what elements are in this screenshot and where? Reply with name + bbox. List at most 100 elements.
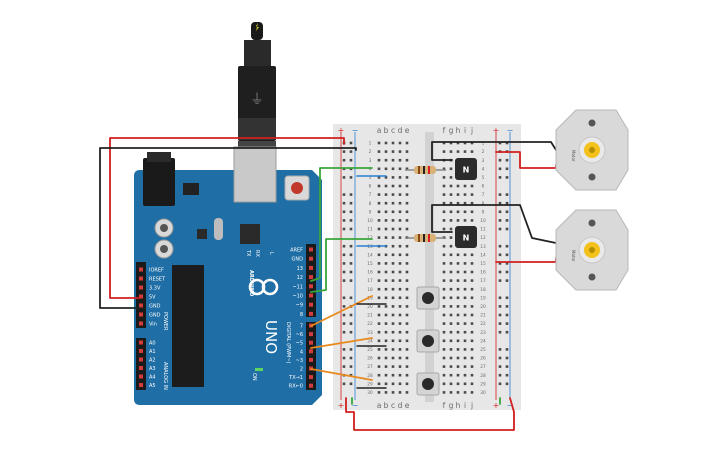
breadboard-hole[interactable] [377, 313, 381, 317]
breadboard-hole[interactable] [377, 330, 381, 334]
rail-hole[interactable] [498, 262, 502, 265]
rail-hole[interactable] [342, 227, 346, 231]
breadboard-hole[interactable] [449, 382, 453, 386]
breadboard-hole[interactable] [463, 322, 467, 325]
breadboard-hole[interactable] [405, 244, 409, 248]
rail-hole[interactable] [498, 244, 502, 248]
breadboard-hole[interactable] [405, 279, 409, 282]
breadboard-hole[interactable] [456, 210, 460, 214]
breadboard-hole[interactable] [470, 287, 474, 291]
breadboard-hole[interactable] [398, 270, 402, 274]
breadboard-hole[interactable] [405, 287, 409, 291]
breadboard-hole[interactable] [442, 210, 446, 214]
wire-pin4-orange[interactable] [310, 337, 373, 349]
breadboard-hole[interactable] [377, 253, 381, 257]
breadboard-hole[interactable] [391, 184, 395, 188]
breadboard-hole[interactable] [377, 201, 381, 205]
breadboard-hole[interactable] [470, 330, 474, 334]
digital-pin-hole[interactable] [309, 293, 313, 298]
breadboard-hole[interactable] [398, 391, 402, 394]
digital-pin-hole[interactable] [309, 265, 313, 270]
rail-hole[interactable] [505, 296, 509, 300]
rail-hole[interactable] [342, 270, 346, 274]
breadboard-hole[interactable] [377, 262, 381, 265]
breadboard-hole[interactable] [456, 253, 460, 257]
breadboard-hole[interactable] [449, 244, 453, 248]
breadboard-hole[interactable] [377, 382, 381, 386]
breadboard-hole[interactable] [442, 141, 446, 145]
breadboard-hole[interactable] [405, 270, 409, 274]
breadboard-hole[interactable] [377, 356, 381, 360]
breadboard-hole[interactable] [384, 176, 388, 179]
breadboard-hole[interactable] [449, 365, 453, 368]
digital-pin-hole[interactable] [309, 349, 313, 354]
breadboard-hole[interactable] [398, 193, 402, 196]
rail-hole[interactable] [505, 279, 509, 282]
rail-hole[interactable] [349, 262, 353, 265]
breadboard-hole[interactable] [384, 193, 388, 196]
breadboard-hole[interactable] [384, 253, 388, 257]
rail-hole[interactable] [498, 270, 502, 274]
rail-hole[interactable] [505, 262, 509, 265]
breadboard-hole[interactable] [470, 296, 474, 300]
rail-hole[interactable] [505, 356, 509, 360]
breadboard-hole[interactable] [405, 356, 409, 360]
breadboard-hole[interactable] [405, 313, 409, 317]
rail-hole[interactable] [342, 219, 346, 222]
breadboard-hole[interactable] [442, 167, 446, 171]
rail-hole[interactable] [342, 262, 346, 265]
breadboard-hole[interactable] [384, 322, 388, 325]
breadboard-hole[interactable] [442, 322, 446, 325]
rail-hole[interactable] [349, 322, 353, 325]
breadboard-hole[interactable] [442, 313, 446, 317]
breadboard-hole[interactable] [405, 193, 409, 196]
breadboard-hole[interactable] [384, 373, 388, 377]
breadboard-hole[interactable] [456, 296, 460, 300]
breadboard-hole[interactable] [391, 287, 395, 291]
digital-pin-hole[interactable] [309, 357, 313, 362]
breadboard-hole[interactable] [391, 348, 395, 351]
breadboard-hole[interactable] [456, 373, 460, 377]
digital-pin-hole[interactable] [309, 247, 313, 252]
rail-hole[interactable] [349, 330, 353, 334]
analog-pin-hole[interactable] [139, 374, 143, 379]
breadboard-hole[interactable] [470, 348, 474, 351]
breadboard-hole[interactable] [398, 236, 402, 239]
rail-hole[interactable] [498, 356, 502, 360]
breadboard-hole[interactable] [463, 184, 467, 188]
breadboard-hole[interactable] [391, 305, 395, 308]
breadboard-hole[interactable] [456, 141, 460, 145]
breadboard-hole[interactable] [377, 279, 381, 282]
rail-hole[interactable] [349, 365, 353, 368]
breadboard-hole[interactable] [463, 296, 467, 300]
rail-hole[interactable] [498, 365, 502, 368]
wire-gnd-black[interactable] [99, 147, 357, 309]
breadboard-hole[interactable] [470, 279, 474, 282]
rail-hole[interactable] [349, 253, 353, 257]
rail-hole[interactable] [498, 348, 502, 351]
wire-pin10-green[interactable] [310, 238, 373, 293]
rail-hole[interactable] [349, 227, 353, 231]
power-pin-hole[interactable] [139, 321, 143, 326]
breadboard-hole[interactable] [398, 158, 402, 162]
breadboard-hole[interactable] [463, 253, 467, 257]
breadboard-hole[interactable] [398, 244, 402, 248]
power-pin-hole[interactable] [139, 312, 143, 317]
transistor-1[interactable]: N [455, 158, 477, 180]
breadboard-hole[interactable] [377, 158, 381, 162]
breadboard-hole[interactable] [449, 176, 453, 179]
breadboard-hole[interactable] [391, 210, 395, 214]
breadboard-hole[interactable] [377, 391, 381, 394]
breadboard-hole[interactable] [449, 262, 453, 265]
breadboard-hole[interactable] [449, 184, 453, 188]
breadboard-hole[interactable] [449, 201, 453, 205]
rail-hole[interactable] [342, 322, 346, 325]
breadboard-hole[interactable] [398, 365, 402, 368]
breadboard-hole[interactable] [442, 330, 446, 334]
dc-motor-2[interactable]: Motor [555, 209, 629, 291]
breadboard-hole[interactable] [456, 201, 460, 205]
breadboard-hole[interactable] [398, 305, 402, 308]
rail-hole[interactable] [498, 193, 502, 196]
breadboard-hole[interactable] [470, 184, 474, 188]
rail-hole[interactable] [349, 279, 353, 282]
